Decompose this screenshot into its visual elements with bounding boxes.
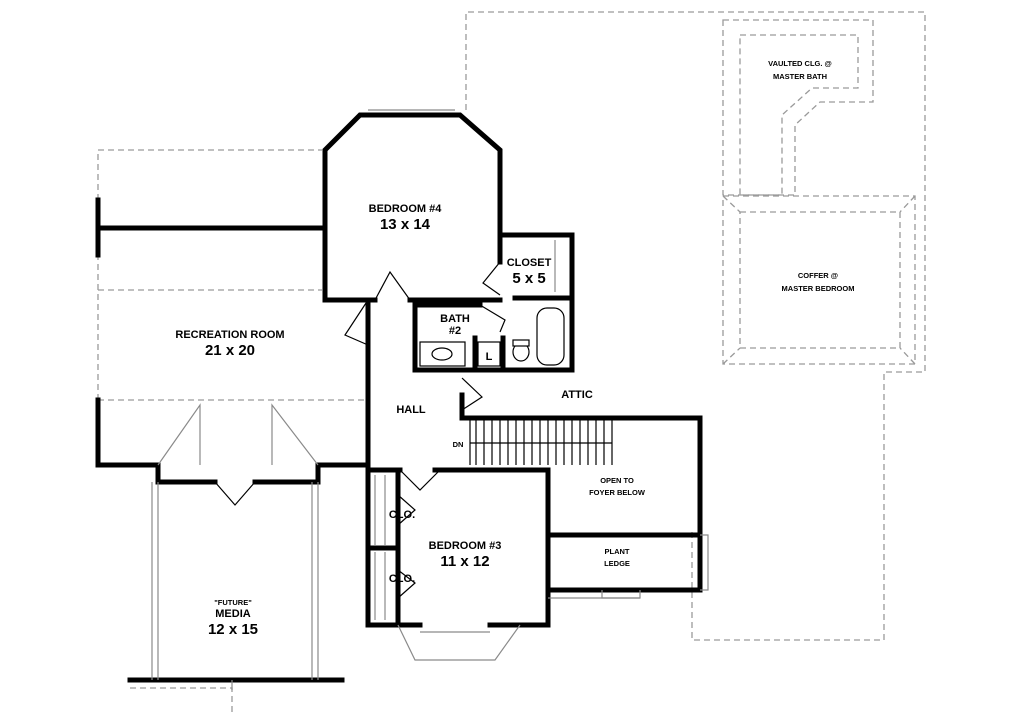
recreation-name: RECREATION ROOM (175, 329, 284, 341)
vaulted-line1: VAULTED CLG. @ (768, 59, 832, 68)
coffer-line2: MASTER BEDROOM (782, 284, 855, 293)
room-labels: BEDROOM #4 13 x 14 CLOSET 5 x 5 BATH #2 … (175, 59, 854, 638)
linen-label: L (486, 351, 493, 363)
media-line1: "FUTURE" (214, 598, 252, 607)
closet-upper-label: CLO. (389, 509, 415, 521)
open-to-line2: FOYER BELOW (589, 488, 646, 497)
dashed-outlines (97, 11, 926, 715)
doors (344, 261, 506, 599)
stairs (469, 420, 613, 465)
bathtub-icon (536, 307, 565, 366)
recreation-size: 21 x 20 (205, 342, 255, 359)
hall-label: HALL (396, 404, 426, 416)
bath2-name: BATH (440, 313, 470, 325)
open-to-line1: OPEN TO (600, 476, 634, 485)
detail-lines (151, 109, 709, 690)
plant-ledge-line2: LEDGE (604, 559, 630, 568)
vaulted-line2: MASTER BATH (773, 72, 827, 81)
bedroom3-name: BEDROOM #3 (429, 540, 502, 552)
closet-lower-label: CLO. (389, 573, 415, 585)
linen-closet (477, 341, 501, 367)
toilet-tank-icon (512, 339, 530, 347)
bath2-number: #2 (449, 325, 461, 337)
coffer-line1: COFFER @ (798, 271, 838, 280)
bath-fixtures (419, 307, 565, 367)
media-line2: MEDIA (215, 608, 251, 620)
bedroom4-size: 13 x 14 (380, 216, 431, 233)
walls (95, 112, 703, 683)
media-size: 12 x 15 (208, 621, 258, 638)
bedroom3-size: 11 x 12 (440, 553, 489, 570)
closet-name: CLOSET (507, 257, 552, 269)
closet-size: 5 x 5 (512, 270, 545, 287)
stair-dn-label: DN (453, 440, 464, 449)
sink-icon (431, 347, 453, 361)
attic-label: ATTIC (561, 389, 593, 401)
bedroom4-name: BEDROOM #4 (369, 203, 443, 215)
plant-ledge-line1: PLANT (605, 547, 630, 556)
